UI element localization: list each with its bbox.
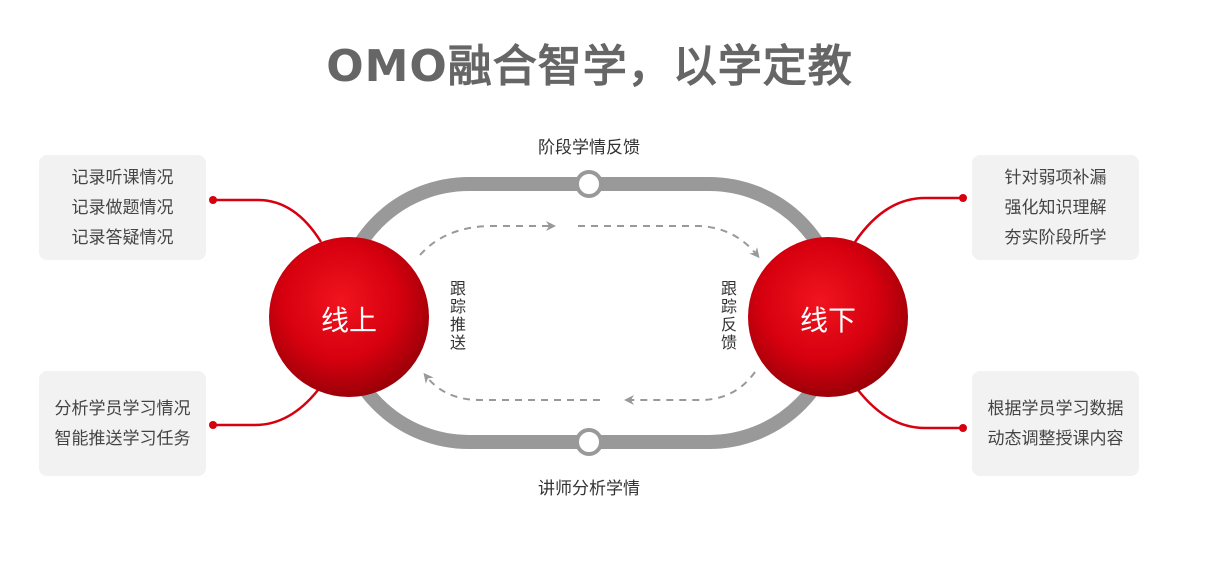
offline-reinforce-box: 针对弱项补漏 强化知识理解 夯实阶段所学 bbox=[972, 155, 1139, 260]
online-analysis-box: 分析学员学习情况 智能推送学习任务 bbox=[39, 371, 206, 476]
top-track-node bbox=[575, 170, 603, 198]
connector-dot-online-bottom bbox=[209, 421, 217, 429]
connector-dot-online-top bbox=[209, 196, 217, 204]
offline-side-text: 跟踪反馈 bbox=[718, 280, 737, 352]
dashed-arrow-bottom-right bbox=[624, 371, 756, 405]
connector-online-top bbox=[213, 198, 323, 243]
online-side-text: 跟踪推送 bbox=[447, 280, 466, 352]
page-title: OMO融合智学，以学定教 bbox=[326, 41, 853, 92]
connector-online-bottom bbox=[213, 389, 319, 427]
box-line: 记录答疑情况 bbox=[71, 227, 174, 248]
connector-dot-offline-top bbox=[959, 194, 967, 202]
top-track-label: 阶段学情反馈 bbox=[538, 138, 640, 158]
connector-offline-top bbox=[853, 196, 963, 243]
box-line: 记录听课情况 bbox=[71, 167, 174, 188]
online-node bbox=[269, 237, 429, 397]
bottom-track-label: 讲师分析学情 bbox=[538, 479, 640, 499]
connector-offline-bottom bbox=[857, 389, 963, 430]
box-line: 记录做题情况 bbox=[71, 197, 174, 218]
box-line: 根据学员学习数据 bbox=[987, 398, 1124, 419]
dashed-arrow-bottom-left bbox=[423, 372, 600, 401]
box-line: 夯实阶段所学 bbox=[1004, 227, 1107, 248]
online-record-box: 记录听课情况 记录做题情况 记录答疑情况 bbox=[39, 155, 206, 260]
offline-node-label: 线下 bbox=[799, 304, 856, 337]
box-line: 针对弱项补漏 bbox=[1004, 167, 1107, 188]
online-node-label: 线上 bbox=[320, 304, 377, 337]
bottom-track-node bbox=[575, 428, 603, 456]
offline-adjust-box: 根据学员学习数据 动态调整授课内容 bbox=[972, 371, 1139, 476]
connector-dot-offline-bottom bbox=[959, 424, 967, 432]
box-line: 智能推送学习任务 bbox=[54, 428, 191, 449]
box-line: 动态调整授课内容 bbox=[987, 428, 1124, 449]
dashed-arrow-top-left bbox=[419, 221, 556, 256]
box-line: 强化知识理解 bbox=[1004, 197, 1107, 218]
dashed-arrow-top-right bbox=[578, 225, 760, 259]
box-line: 分析学员学习情况 bbox=[54, 398, 191, 419]
offline-node bbox=[748, 237, 908, 397]
